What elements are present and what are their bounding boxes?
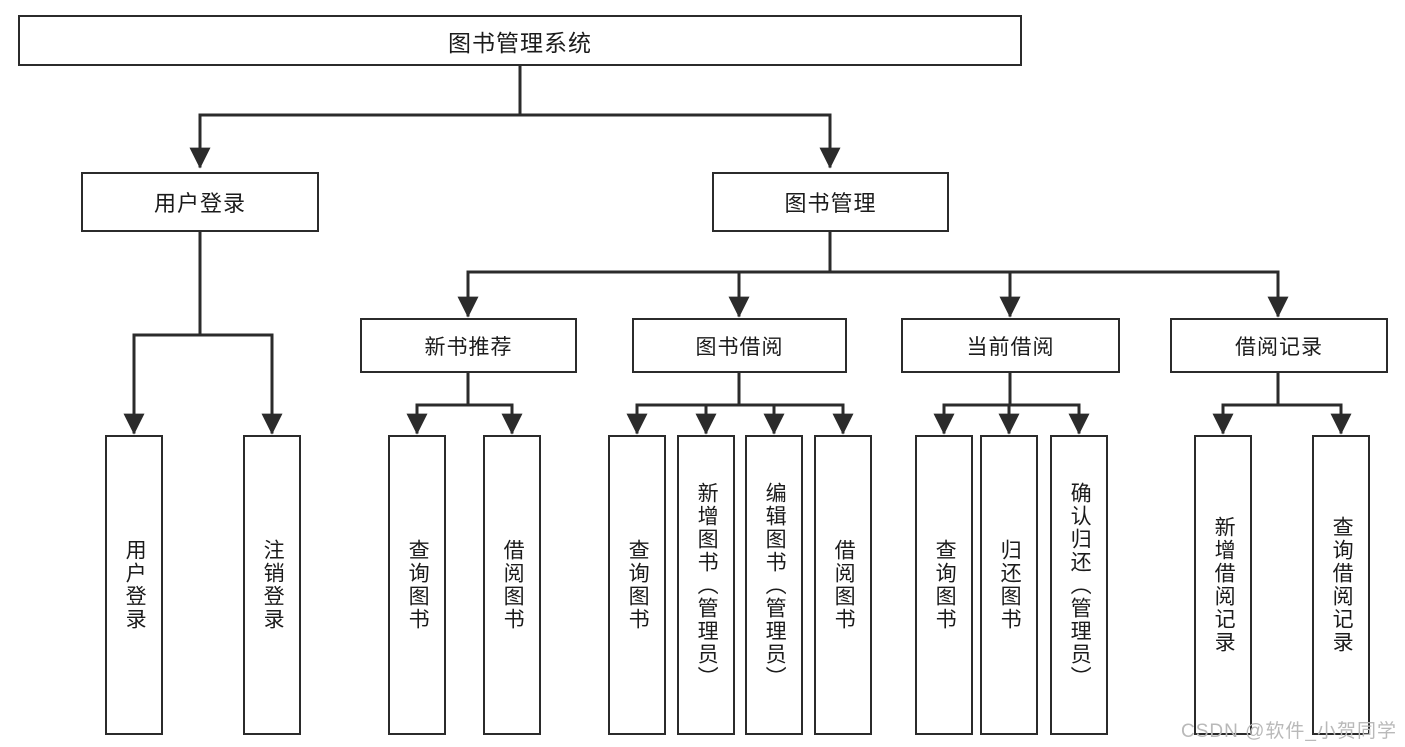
node-label: 查询图书 [933, 539, 957, 631]
node-label: 新书推荐 [424, 335, 513, 359]
node-leaf-borrow-book-1[interactable]: 借阅图书 [483, 435, 541, 735]
node-label: 当前借阅 [966, 335, 1055, 359]
node-label: 新增借阅记录 [1212, 516, 1236, 654]
node-label: 借阅图书 [832, 539, 856, 631]
node-book-management[interactable]: 图书管理 [712, 172, 949, 232]
node-leaf-query-record[interactable]: 查询借阅记录 [1312, 435, 1370, 735]
node-leaf-add-book[interactable]: 新增图书（管理员） [677, 435, 735, 735]
node-leaf-user-login[interactable]: 用户登录 [105, 435, 163, 735]
node-label: 用户登录 [153, 191, 246, 216]
node-label: 注销登录 [261, 539, 285, 631]
node-new-book-recommend[interactable]: 新书推荐 [360, 318, 577, 373]
node-leaf-borrow-book-2[interactable]: 借阅图书 [814, 435, 872, 735]
node-label: 图书管理系统 [448, 29, 592, 56]
node-label: 用户登录 [123, 539, 147, 631]
node-current-borrow[interactable]: 当前借阅 [901, 318, 1120, 373]
node-label: 借阅图书 [501, 539, 525, 631]
node-leaf-query-book-1[interactable]: 查询图书 [388, 435, 446, 735]
node-label: 确认归还（管理员） [1068, 481, 1092, 689]
node-leaf-query-book-3[interactable]: 查询图书 [915, 435, 973, 735]
node-label: 新增图书（管理员） [695, 481, 719, 689]
node-book-management-system[interactable]: 图书管理系统 [18, 15, 1022, 66]
node-label: 借阅记录 [1235, 335, 1323, 359]
node-label: 查询图书 [626, 539, 650, 631]
node-label: 编辑图书（管理员） [763, 481, 787, 689]
node-leaf-edit-book[interactable]: 编辑图书（管理员） [745, 435, 803, 735]
node-leaf-logout-login[interactable]: 注销登录 [243, 435, 301, 735]
node-label: 图书借阅 [695, 335, 784, 359]
node-leaf-add-record[interactable]: 新增借阅记录 [1194, 435, 1252, 735]
node-label: 查询图书 [406, 539, 430, 631]
node-label: 查询借阅记录 [1330, 516, 1354, 654]
node-user-login[interactable]: 用户登录 [81, 172, 319, 232]
node-label: 归还图书 [998, 539, 1022, 631]
node-leaf-query-book-2[interactable]: 查询图书 [608, 435, 666, 735]
node-book-borrow[interactable]: 图书借阅 [632, 318, 847, 373]
node-leaf-confirm-return[interactable]: 确认归还（管理员） [1050, 435, 1108, 735]
node-borrow-record[interactable]: 借阅记录 [1170, 318, 1388, 373]
node-label: 图书管理 [784, 191, 877, 216]
node-leaf-return-book[interactable]: 归还图书 [980, 435, 1038, 735]
